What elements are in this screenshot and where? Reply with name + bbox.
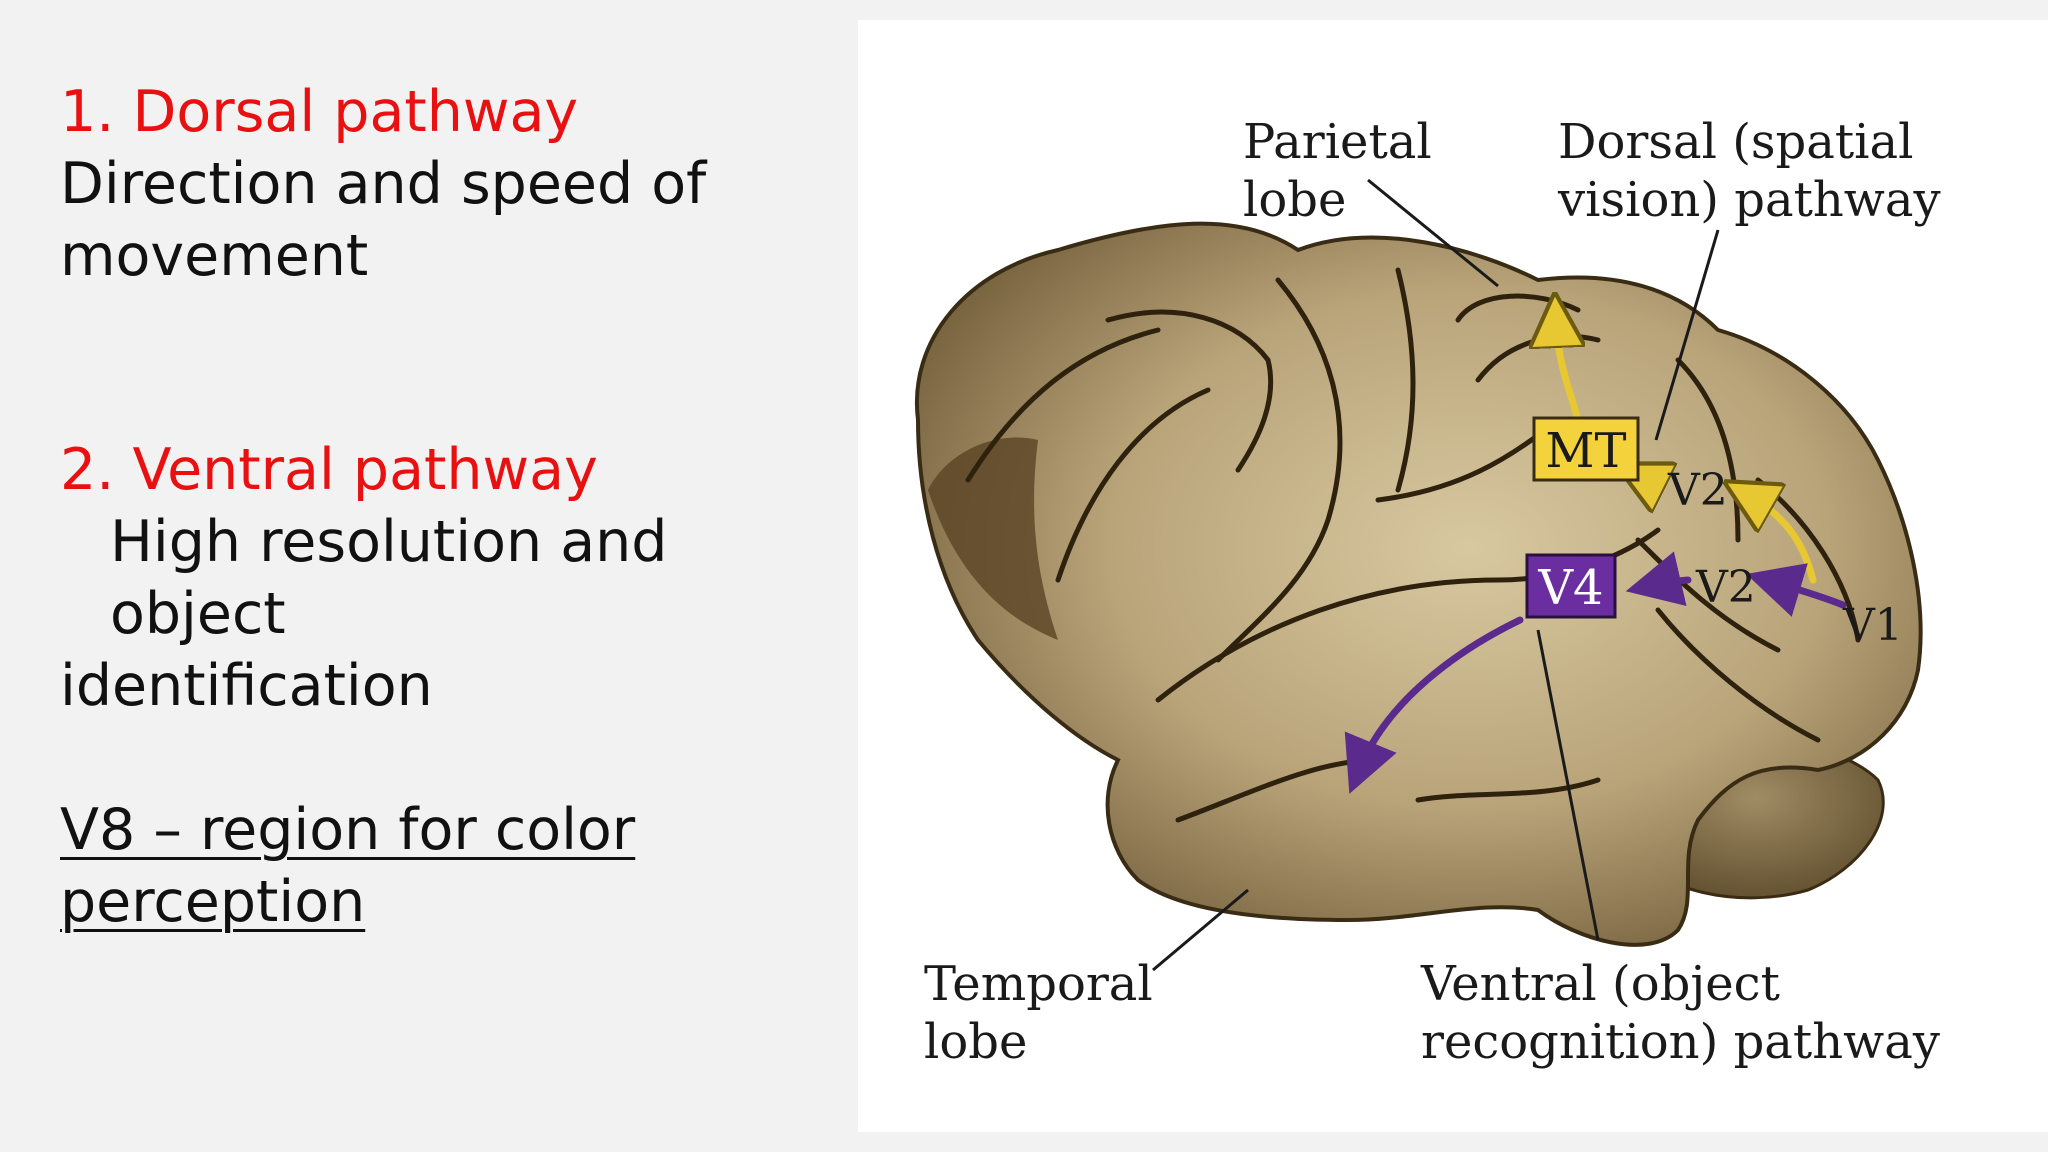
dorsal-heading: 1. Dorsal pathway — [60, 79, 579, 145]
ventral-section: 2. Ventral pathway High resolution and o… — [60, 434, 840, 722]
v2-lower-label: V2 — [1695, 562, 1756, 613]
dorsal-arrows — [1556, 320, 1817, 584]
mt-box — [1532, 416, 1640, 482]
frontal-shadow — [928, 437, 1058, 640]
v4-label: V4 — [1537, 560, 1603, 616]
v8-section: V8 – region for color perception — [60, 794, 840, 938]
v4-box — [1525, 553, 1617, 619]
parietal-label-line1: Parietal — [1243, 114, 1432, 170]
ventral-heading: 2. Ventral pathway — [60, 437, 598, 503]
brain-figure-panel: MT V4 V2 V2 V1 Parietal lobe Dorsal (spa… — [858, 20, 2048, 1132]
ventral-description-line2: identification — [60, 653, 433, 719]
dorsal-pathway-label-line1: Dorsal (spatial — [1558, 114, 1914, 170]
ventral-pathway-label-line1: Ventral (object — [1420, 956, 1780, 1012]
dorsal-section: 1. Dorsal pathway Direction and speed of… — [60, 76, 840, 292]
ventral-arrows — [1344, 551, 1847, 794]
temporal-label-line1: Temporal — [924, 956, 1153, 1012]
parietal-label-line2: lobe — [1243, 172, 1346, 228]
mt-label: MT — [1545, 423, 1626, 479]
v8-line1: V8 – region for color — [60, 797, 636, 863]
ventral-pathway-label-line2: recognition) pathway — [1421, 1014, 1940, 1070]
dorsal-pathway-label-line2: vision) pathway — [1557, 172, 1941, 228]
v2-upper-label: V2 — [1667, 465, 1728, 516]
brain-diagram: MT V4 V2 V2 V1 Parietal lobe Dorsal (spa… — [914, 114, 1941, 1070]
dorsal-description-line1: Direction and speed of — [60, 151, 707, 217]
v1-label: V1 — [1842, 600, 1903, 651]
leader-lines — [1152, 178, 1720, 972]
v8-line2: perception — [60, 869, 366, 935]
temporal-label-line2: lobe — [924, 1014, 1027, 1070]
ventral-description-line1: High resolution and object — [110, 509, 668, 647]
dorsal-description-line2: movement — [60, 223, 369, 289]
